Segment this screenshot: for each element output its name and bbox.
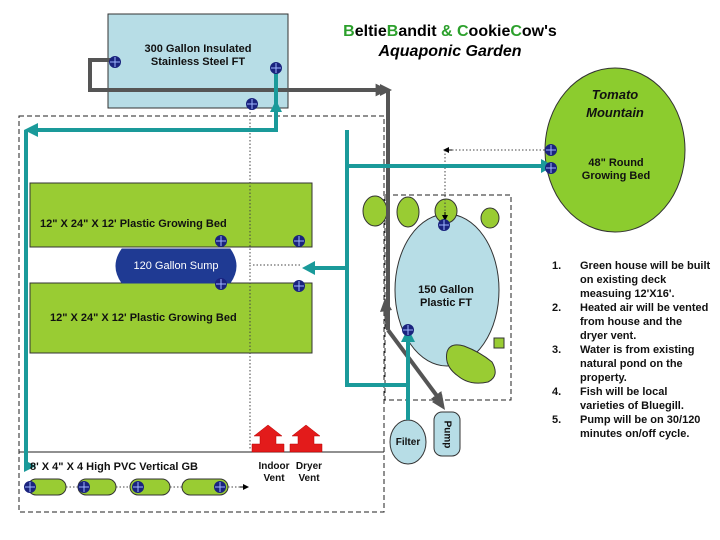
greenhouse-boundary (18, 115, 385, 513)
insulated-tank-label-line1: 300 Gallon Insulated (144, 43, 252, 55)
gray-arrow-head-3 (380, 298, 392, 312)
sump-label: 120 Gallon Sump (133, 260, 219, 272)
insulated-tank-label: 300 Gallon Insulated Stainless Steel FT (112, 43, 284, 69)
title-initial-c1: C (456, 23, 469, 40)
pump-label: Pump (441, 420, 453, 449)
tomato-mountain-label: Tomato Mountain (560, 86, 670, 122)
note-item: 3. Water is from existing natural pond on… (552, 343, 712, 385)
round-bed-line2: Growing Bed (581, 170, 651, 182)
indoor-vent-line2: Vent (263, 473, 285, 484)
dotted-connectors (66, 105, 545, 488)
tank-area-boundary (384, 194, 512, 401)
note-item: 2. Heated air will be vented from house a… (552, 301, 712, 343)
dryer-vent-arrow (289, 424, 323, 453)
tomato-mountain-line2: Mountain (586, 105, 644, 120)
small-square (493, 337, 505, 349)
fitting-crosses (25, 57, 556, 492)
tomato-mountain-line1: Tomato (591, 87, 639, 102)
note-number: 2. (552, 302, 562, 314)
note-number: 3. (552, 344, 562, 356)
note-number: 4. (552, 386, 562, 398)
teal-arrow-head-1 (24, 123, 38, 137)
note-text: Heated air will be vented from house and… (580, 302, 709, 342)
pump-shape (433, 411, 461, 457)
bed-top-label: 12" X 24" X 12' Plastic Growing Bed (40, 218, 227, 230)
plant-blob-4 (480, 207, 500, 229)
gray-arrow-head-2 (432, 394, 445, 410)
plastic-tank-line1: 150 Gallon (418, 284, 474, 296)
title-rest-4: ow's (521, 23, 557, 40)
plastic-tank-line2: Plastic FT (420, 297, 472, 309)
dryer-vent-label: Dryer Vent (287, 461, 331, 485)
pvc-bed-label: 8' X 4" X 4 High PVC Vertical GB (30, 461, 199, 473)
title-rest-2: andit (398, 23, 437, 40)
round-bed-line1: 48" Round (588, 157, 644, 169)
plant-blob-2 (396, 196, 420, 228)
sump-shape (115, 248, 237, 284)
plant-blob-1 (362, 195, 388, 227)
pond-blob (446, 344, 496, 384)
note-text: Pump will be on 30/120 minutes on/off cy… (580, 414, 701, 440)
indoor-vent-line1: Indoor (258, 461, 290, 472)
title-rest-1: eltie (354, 23, 387, 40)
indoor-vent-label: Indoor Vent (252, 461, 296, 485)
title-initial-b1: B (343, 23, 355, 40)
insulated-tank-label-line2: Stainless Steel FT (150, 56, 246, 68)
note-text: Water is from existing natural pond on t… (580, 344, 695, 384)
note-number: 1. (552, 260, 562, 272)
diagram-subtitle: Aquaponic Garden (378, 43, 522, 60)
note-item: 5. Pump will be on 30/120 minutes on/off … (552, 413, 712, 441)
bed-bottom-label: 12" X 24" X 12' Plastic Growing Bed (50, 312, 237, 324)
round-bed-label: 48" Round Growing Bed (570, 157, 662, 183)
plastic-tank-label: 150 Gallon Plastic FT (404, 284, 488, 310)
teal-arrow-head-4 (302, 261, 315, 275)
title-rest-3: ookie (468, 23, 511, 40)
teal-arrow-head-6 (270, 100, 282, 112)
dryer-vent-line2: Vent (298, 473, 320, 484)
gray-arrow-head-1 (380, 84, 392, 96)
title-initial-c2: C (510, 23, 522, 40)
filter-label: Filter (395, 437, 421, 448)
title-amp: & (436, 23, 457, 40)
note-text: Fish will be local varieties of Bluegill… (580, 386, 684, 412)
title-initial-b2: B (386, 23, 399, 40)
notes-list: 1. Green house will be built on existing … (552, 259, 712, 441)
note-item: 4. Fish will be local varieties of Bluegi… (552, 385, 712, 413)
gray-pipes (88, 58, 444, 406)
teal-arrow-head-2 (24, 460, 36, 472)
note-text: Green house will be built on existing de… (580, 260, 711, 300)
indoor-vent-arrow (251, 424, 285, 453)
bed-bottom-shape (29, 282, 313, 354)
dryer-vent-line1: Dryer (295, 461, 323, 472)
bed-top-shape (29, 182, 313, 248)
diagram-title: BeltieBandit & CookieCow's Aquaponic Gar… (300, 22, 600, 62)
note-number: 5. (552, 414, 562, 426)
note-item: 1. Green house will be built on existing … (552, 259, 712, 301)
